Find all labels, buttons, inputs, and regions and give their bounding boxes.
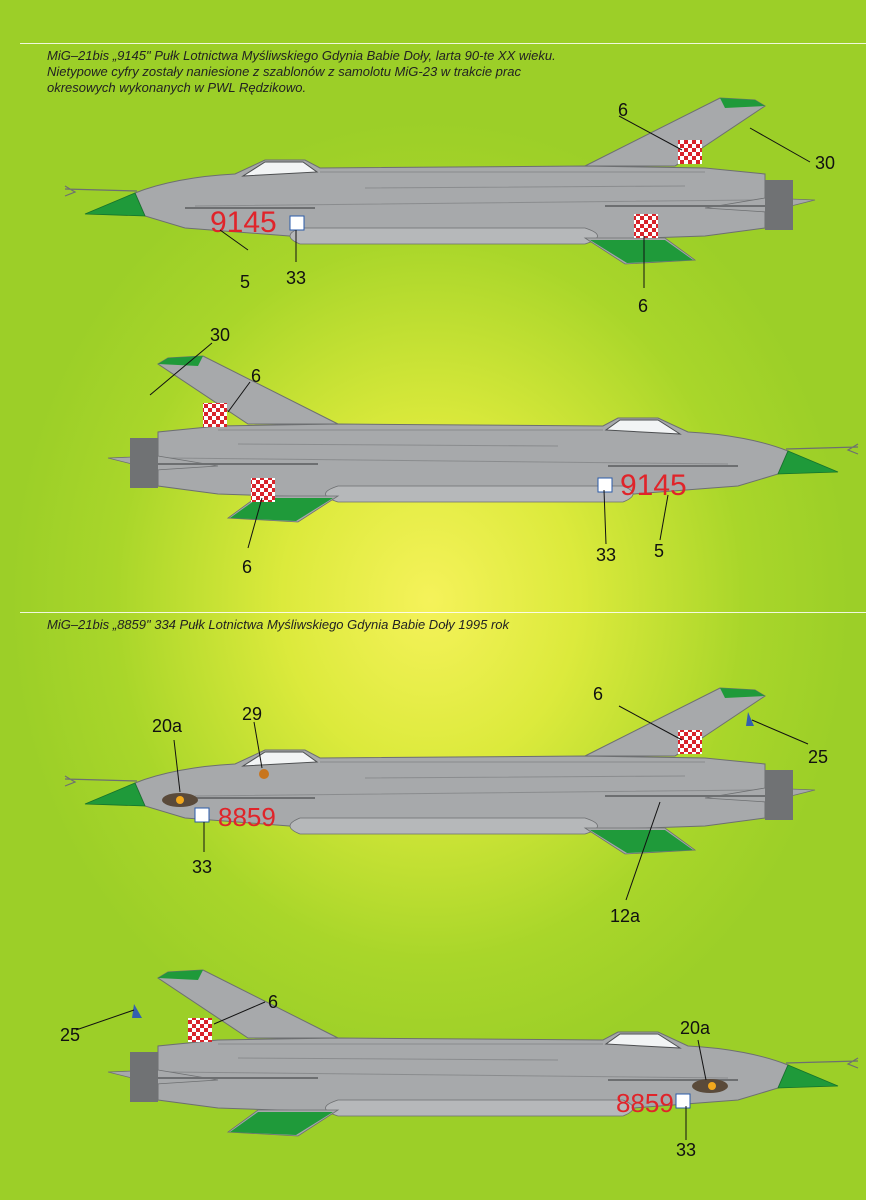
squadron-badge [289, 215, 305, 231]
callout: 6 [268, 992, 279, 1012]
callout: 25 [808, 747, 829, 767]
callout: 6 [593, 684, 604, 704]
callout: 33 [192, 857, 213, 877]
callout: 20a [152, 716, 183, 736]
squadron-badge [675, 1093, 691, 1109]
callout: 20a [680, 1018, 711, 1038]
serial-number: 8859 [218, 802, 276, 832]
aircraft-9145-right: 9145 [107, 342, 859, 549]
serial-number: 9145 [620, 469, 687, 502]
aircraft-8859-right: 8859 [75, 969, 859, 1140]
serial-number: 9145 [210, 206, 277, 239]
callout: 6 [618, 100, 629, 120]
caption-9145-line1: MiG–21bis „9145" Pułk Lotnictwa Myśliwsk… [47, 48, 556, 63]
aircraft-9145-left: 9145 [64, 97, 816, 288]
callout: 25 [60, 1025, 81, 1045]
squadron-badge [194, 807, 210, 823]
divider-middle [20, 612, 866, 613]
callout: 6 [251, 366, 262, 386]
roundel-wing [251, 478, 275, 502]
caption-9145-line3: okresowych wykonanych w PWL Rędzikowo. [47, 80, 307, 95]
roundel-fin [678, 140, 702, 164]
callout: 6 [242, 557, 253, 577]
serial-number: 8859 [616, 1088, 674, 1118]
callout: 33 [676, 1140, 697, 1160]
divider-top [20, 43, 866, 44]
callout: 30 [210, 325, 231, 345]
roundel-fin [678, 730, 702, 754]
callout: 29 [242, 704, 263, 724]
roundel-fin [203, 403, 227, 427]
roundel-fin [188, 1018, 212, 1042]
callout: 33 [596, 545, 617, 565]
squadron-badge [597, 477, 613, 493]
fin-insignia [132, 1004, 142, 1018]
roundel-wing [634, 214, 658, 238]
callout: 33 [286, 268, 307, 288]
caption-8859: MiG–21bis „8859" 334 Pułk Lotnictwa Myśl… [47, 617, 510, 632]
callout: 5 [654, 541, 665, 561]
callout: 12a [610, 906, 641, 926]
mascot-badge [259, 769, 269, 779]
callout: 5 [240, 272, 251, 292]
fin-insignia [746, 712, 754, 726]
callout: 6 [638, 296, 649, 316]
callout: 30 [815, 153, 836, 173]
aircraft-8859-left: 8859 [64, 687, 816, 901]
caption-9145-line2: Nietypowe cyfry zostały naniesione z sza… [47, 64, 521, 79]
